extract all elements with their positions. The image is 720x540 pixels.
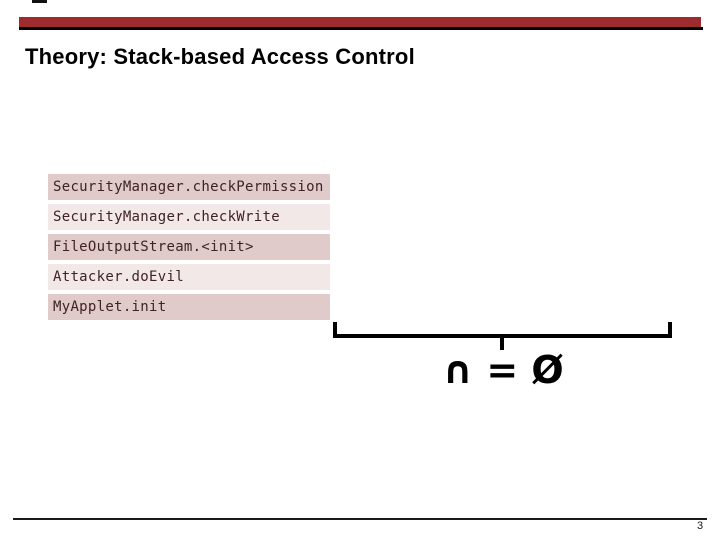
brace-right-tick [668,322,672,338]
stack-frame: SecurityManager.checkPermission [48,174,330,200]
title-underline-rule [19,27,703,30]
stack-frame: MyApplet.init [48,294,330,320]
page-number: 3 [696,520,704,532]
call-stack-diagram: SecurityManager.checkPermission Security… [48,174,330,324]
brace-middle-pointer [500,334,504,350]
stack-frame: Attacker.doEvil [48,264,330,290]
stack-frame: FileOutputStream.<init> [48,234,330,260]
slide-title: Theory: Stack-based Access Control [25,44,415,69]
footer-rule [13,518,707,520]
intersection-empty-set-label: ∩ = Ø [442,348,564,392]
title-accent-bar [19,17,701,27]
stack-frame: SecurityManager.checkWrite [48,204,330,230]
top-edge-notch [32,0,47,3]
brace-left-tick [333,322,337,338]
